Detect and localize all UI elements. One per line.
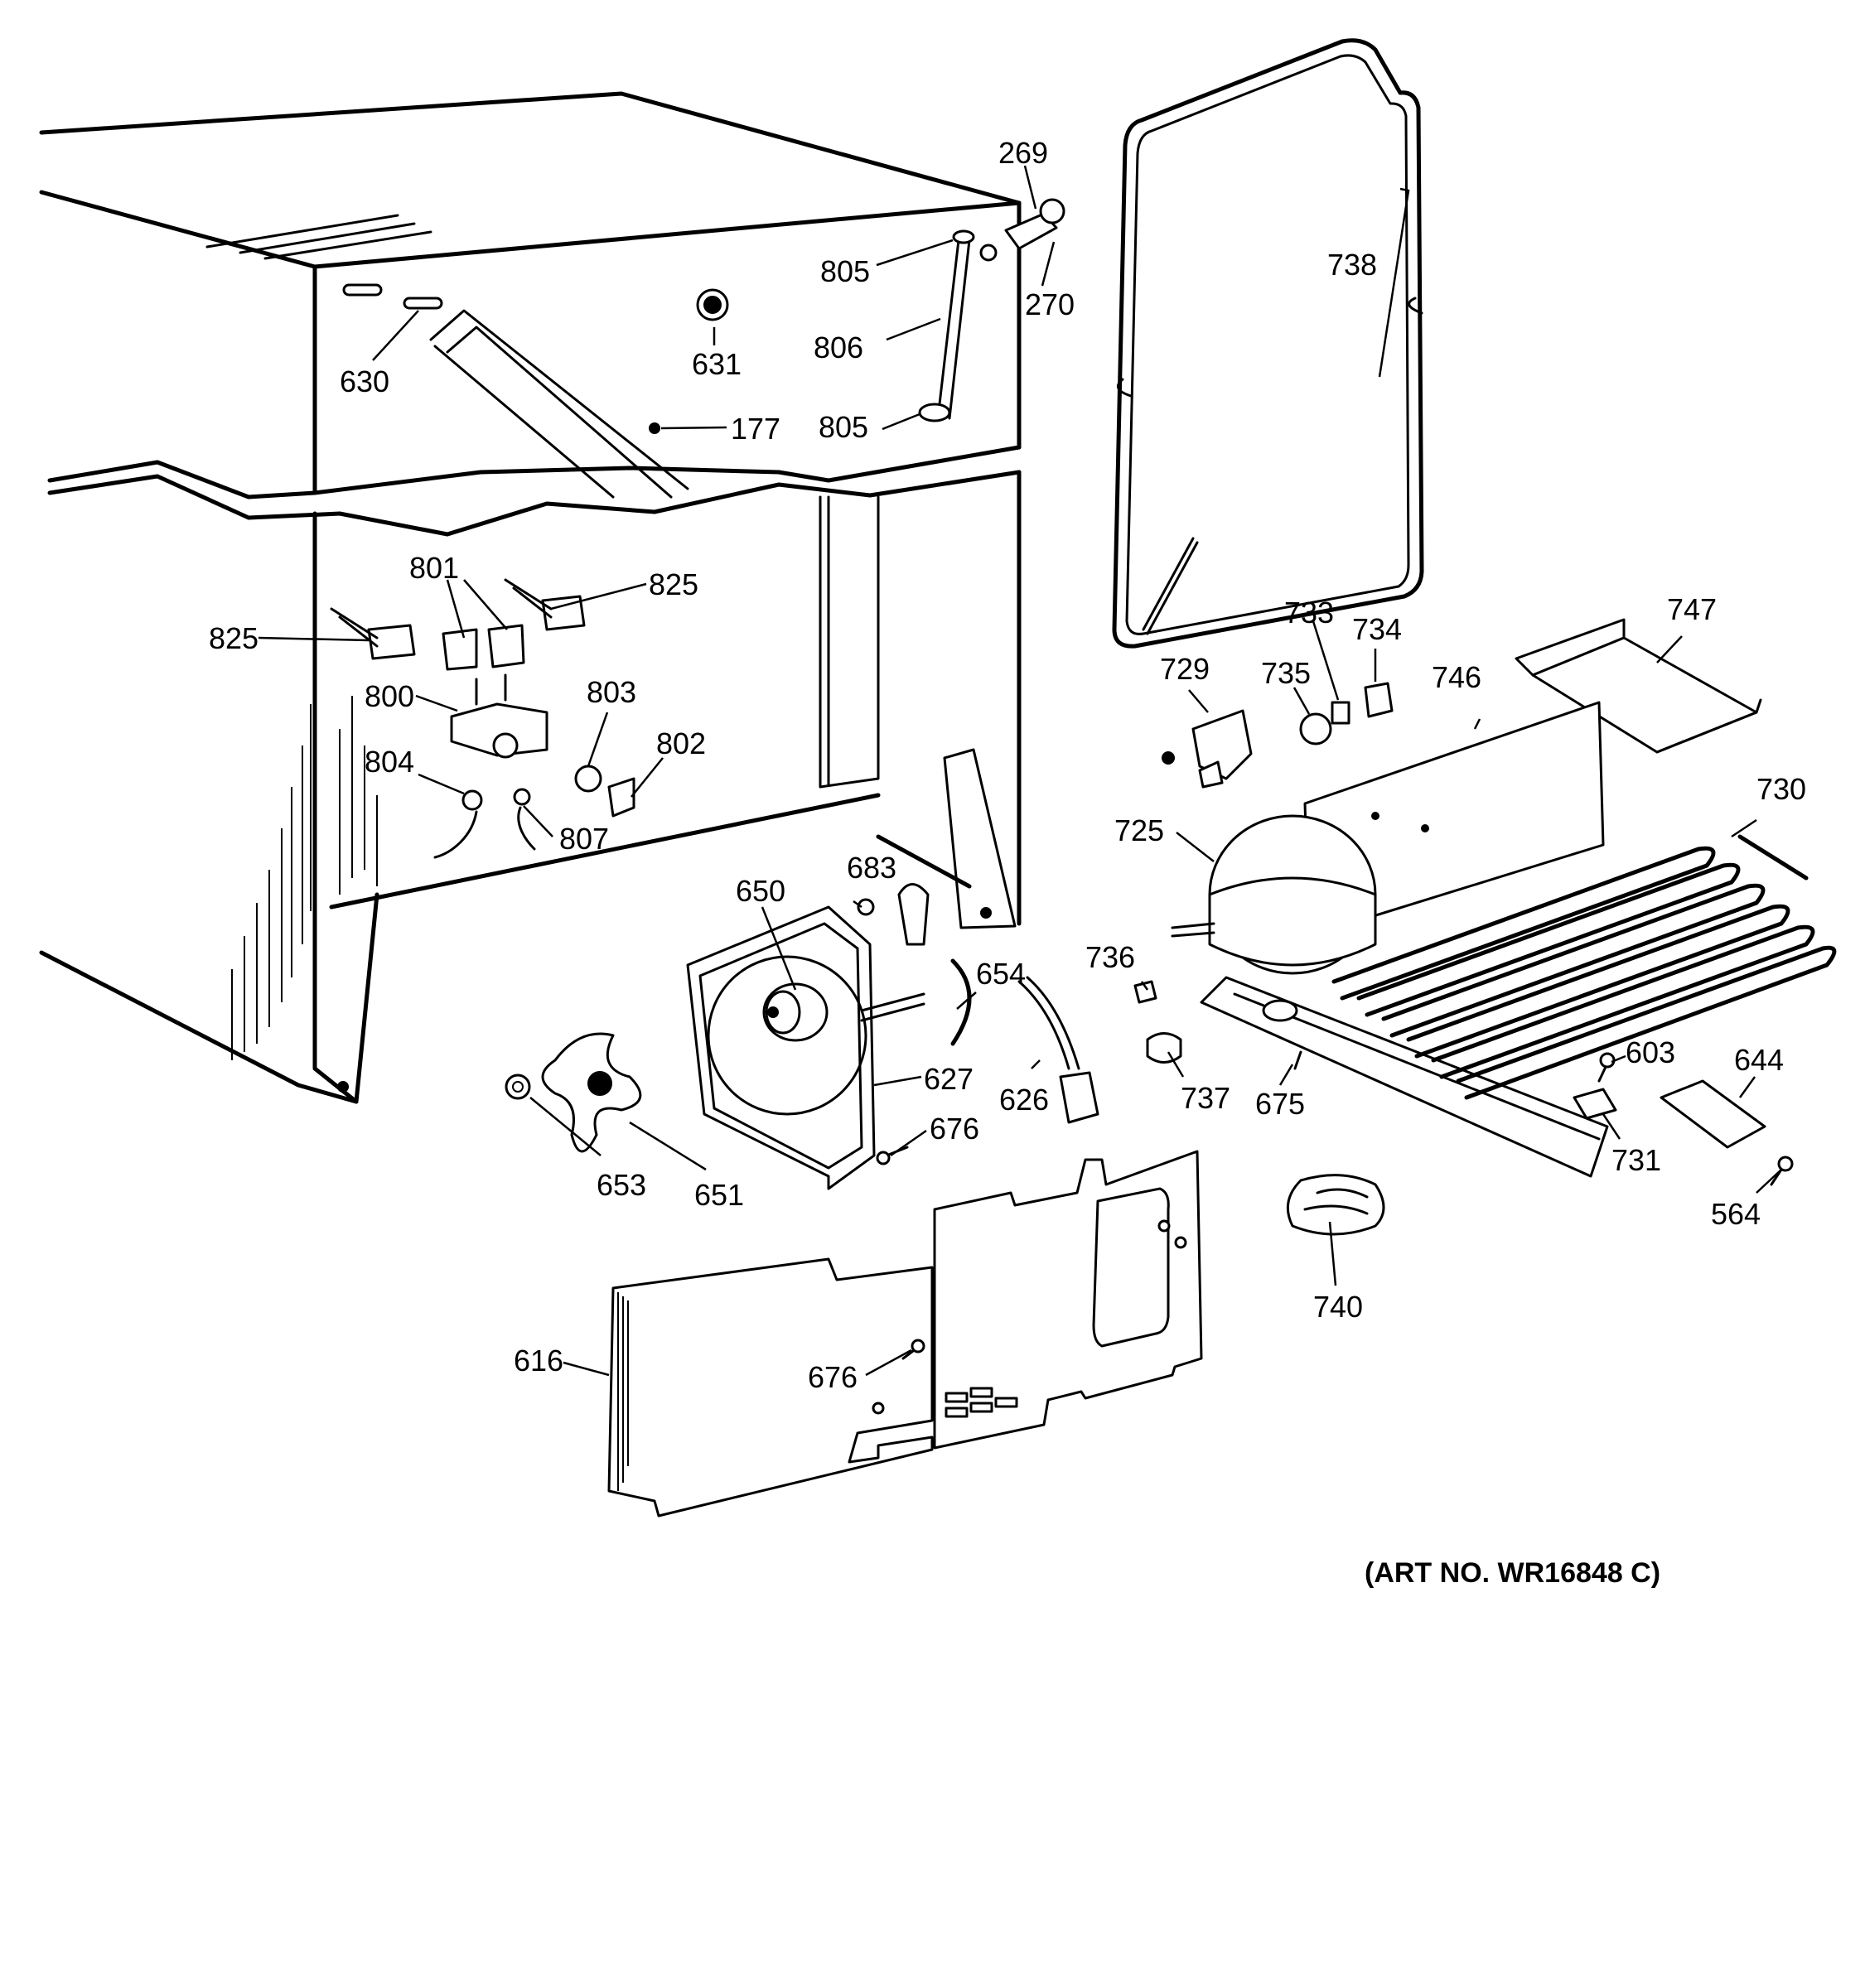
part-number-676-fan: 676: [930, 1112, 979, 1146]
part-number-735: 735: [1261, 656, 1311, 690]
part-number-740: 740: [1313, 1290, 1363, 1324]
refrigerator-cabinet: [39, 91, 1065, 1104]
part-number-603: 603: [1626, 1035, 1675, 1069]
door-gasket: [1112, 38, 1424, 649]
part-number-729: 729: [1160, 652, 1210, 686]
part-number-650: 650: [736, 874, 785, 908]
condenser-fan-assembly: [505, 883, 1099, 1190]
part-number-labels: 269 270 738 805 806 805 630 631 177 801 …: [209, 136, 1806, 1589]
part-number-644: 644: [1734, 1043, 1784, 1077]
part-number-630: 630: [340, 364, 389, 398]
part-number-653: 653: [597, 1168, 646, 1202]
part-number-627: 627: [924, 1062, 974, 1096]
part-number-746: 746: [1432, 660, 1481, 694]
part-number-676-panel: 676: [808, 1360, 858, 1394]
part-number-631: 631: [692, 347, 742, 381]
part-number-747: 747: [1667, 592, 1717, 626]
part-number-805-bottom: 805: [819, 410, 868, 444]
part-number-806: 806: [814, 331, 863, 364]
part-number-730: 730: [1756, 772, 1806, 806]
part-number-651: 651: [694, 1178, 744, 1212]
part-number-626: 626: [999, 1083, 1049, 1117]
part-number-738: 738: [1327, 248, 1377, 282]
part-number-269: 269: [998, 136, 1048, 170]
part-number-800: 800: [365, 679, 414, 713]
part-number-177: 177: [731, 412, 780, 446]
part-number-731: 731: [1611, 1143, 1661, 1177]
part-number-736: 736: [1085, 940, 1135, 974]
part-number-734: 734: [1352, 612, 1402, 646]
part-number-807: 807: [559, 822, 609, 856]
compressor-assembly: [1133, 618, 1837, 1236]
part-number-801: 801: [409, 551, 459, 585]
part-number-802: 802: [656, 726, 706, 760]
part-number-825-right: 825: [649, 567, 698, 601]
art-number: (ART NO. WR16848 C): [1365, 1557, 1660, 1589]
part-number-683: 683: [847, 851, 896, 885]
part-number-803: 803: [587, 675, 636, 709]
part-number-825-left: 825: [209, 621, 258, 655]
part-number-616: 616: [514, 1344, 563, 1378]
part-number-804: 804: [365, 745, 414, 779]
part-number-654: 654: [976, 957, 1026, 991]
part-number-675: 675: [1255, 1087, 1305, 1121]
part-number-733: 733: [1284, 596, 1334, 630]
part-number-725: 725: [1114, 813, 1164, 847]
part-number-270: 270: [1025, 287, 1075, 321]
access-cover-panel: [607, 1150, 1203, 1518]
leader-lines: [258, 165, 1782, 1377]
part-number-737: 737: [1181, 1081, 1230, 1115]
part-number-805-top: 805: [820, 254, 870, 288]
part-number-564: 564: [1711, 1197, 1761, 1231]
